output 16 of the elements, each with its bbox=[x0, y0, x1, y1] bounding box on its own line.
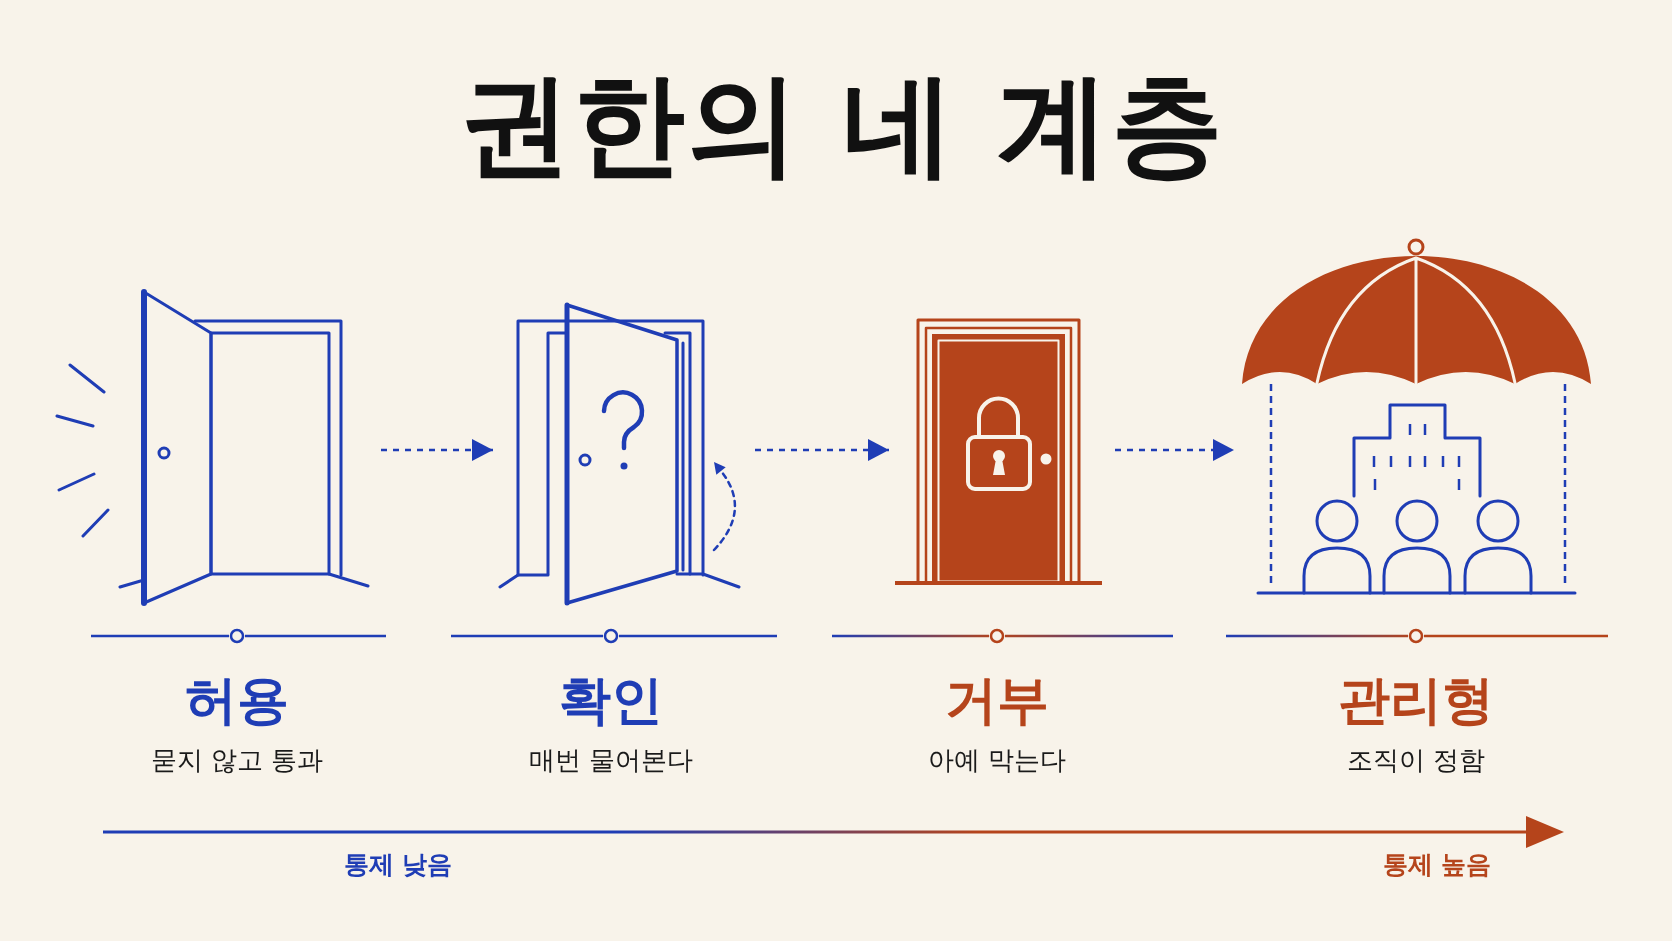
stage-heading: 거부 bbox=[945, 669, 1049, 732]
stage-heading: 허용 bbox=[185, 669, 289, 732]
stage-description: 매번 물어본다 bbox=[528, 745, 694, 777]
scale-label: 통제 낮음 bbox=[343, 849, 453, 881]
title: 권한의 네 계층 bbox=[459, 60, 1225, 189]
locked-door-illustration bbox=[893, 317, 1105, 586]
stage-description: 아예 막는다 bbox=[927, 745, 1067, 777]
stage-description: 조직이 정함 bbox=[1346, 745, 1486, 777]
stage-description: 묻지 않고 통과 bbox=[150, 745, 324, 777]
stage-heading: 관리형 bbox=[1338, 669, 1494, 732]
scale-label: 통제 높음 bbox=[1382, 849, 1492, 881]
dashed-arrow bbox=[381, 439, 493, 461]
dashed-arrow bbox=[1115, 439, 1234, 461]
open-door-illustration bbox=[55, 288, 371, 606]
dashed-arrow bbox=[755, 439, 889, 461]
stage-heading: 확인 bbox=[559, 669, 663, 732]
